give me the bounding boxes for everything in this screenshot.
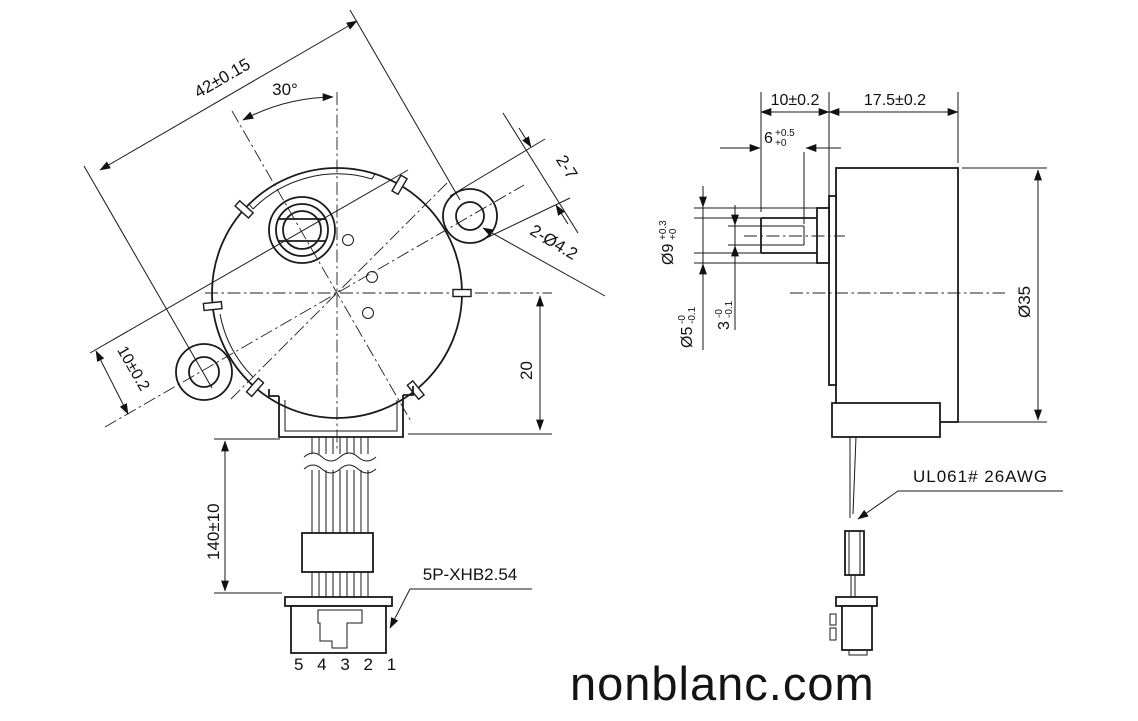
- watermark: nonblanc.com: [570, 657, 875, 710]
- dim-angle: 30°: [242, 80, 334, 121]
- dim-body-depth: 17.5±0.2: [828, 92, 959, 116]
- lead-wire-side: [829, 436, 878, 656]
- svg-text:Ø9: Ø9: [660, 244, 677, 265]
- mounting-plate-side: [828, 195, 837, 386]
- svg-text:-0: -0: [714, 309, 725, 318]
- pin-numbers: 5 4 3 2 1: [294, 655, 401, 674]
- mounting-ear-bottom-left: [175, 343, 233, 401]
- rim-recess-arc-top: [252, 173, 373, 210]
- svg-text:5P-XHB2.54: 5P-XHB2.54: [423, 565, 518, 584]
- svg-text:-0.1: -0.1: [724, 300, 735, 318]
- svg-text:42±0.15: 42±0.15: [191, 55, 254, 102]
- svg-text:+0: +0: [668, 228, 679, 240]
- rivet-holes: [342, 234, 378, 319]
- svg-text:UL061# 26AWG: UL061# 26AWG: [913, 467, 1048, 486]
- rim-recess-steps-top: [248, 173, 376, 210]
- svg-text:20: 20: [517, 361, 536, 380]
- svg-text:-0.1: -0.1: [687, 306, 698, 324]
- wire-bundle: [301, 437, 377, 597]
- connector-keyway: [317, 609, 363, 649]
- svg-text:10±0.2: 10±0.2: [113, 343, 152, 394]
- center-lines: [83, 9, 552, 452]
- wire-spec-label: UL061# 26AWG: [857, 467, 1063, 520]
- dim-body-diameter: Ø35: [944, 167, 1047, 423]
- svg-text:10±0.2: 10±0.2: [771, 92, 820, 109]
- svg-text:17.5±0.2: 17.5±0.2: [864, 92, 926, 109]
- wire-break-line: [303, 452, 377, 462]
- wire-sleeve: [301, 532, 374, 573]
- connector-label: 5P-XHB2.54: [389, 565, 532, 629]
- front-view: 5 4 3 2 1 42±0.15 30° 2-7: [83, 9, 606, 674]
- rim-recess-arc-bottom: [219, 313, 254, 378]
- shaft-boss: [268, 196, 336, 264]
- dim-shaft-flat: 3 -0 -0.1: [714, 205, 761, 330]
- side-view: 10±0.2 17.5±0.2 6 +0.5 +0 Ø9 +0.3: [658, 92, 1063, 656]
- dim-base-to-center: 20: [408, 295, 552, 435]
- svg-text:2-7: 2-7: [552, 152, 581, 183]
- dim-shaft-offset: 10±0.2: [95, 343, 153, 415]
- svg-text:+0.3: +0.3: [658, 220, 669, 240]
- dim-ear-width: 2-7: [449, 112, 581, 243]
- dim-mounting-distance: 42±0.15: [99, 20, 358, 171]
- shaft-side: [760, 207, 830, 264]
- svg-text:3: 3: [716, 321, 733, 330]
- svg-text:-0: -0: [677, 315, 688, 324]
- dim-boss-diameter: Ø9 +0.3 +0: [658, 186, 817, 350]
- wire-sleeve-side: [844, 530, 865, 576]
- dim-lead-length: 140±10: [204, 438, 282, 594]
- connector-front: [284, 596, 393, 654]
- mounting-ear-top-right: [442, 188, 498, 244]
- motor-body-side: [835, 167, 959, 423]
- dim-shaft-diameter: Ø5 -0 -0.1: [677, 217, 761, 348]
- svg-text:Ø5: Ø5: [679, 327, 696, 348]
- svg-text:Ø35: Ø35: [1015, 286, 1034, 318]
- crimp-tabs: [202, 174, 472, 401]
- svg-text:30°: 30°: [272, 80, 298, 99]
- svg-text:140±10: 140±10: [204, 503, 223, 560]
- dim-flat-length: 6 +0.5 +0: [720, 128, 841, 224]
- svg-text:+0: +0: [775, 138, 787, 149]
- svg-text:+0.5: +0.5: [775, 128, 795, 139]
- dim-mounting-holes: 2-Ø4.2: [482, 221, 606, 297]
- svg-text:6: 6: [764, 130, 773, 147]
- wire-exit-housing: [268, 386, 414, 438]
- wire-exit-side: [831, 402, 941, 438]
- wire-break-line: [303, 464, 377, 474]
